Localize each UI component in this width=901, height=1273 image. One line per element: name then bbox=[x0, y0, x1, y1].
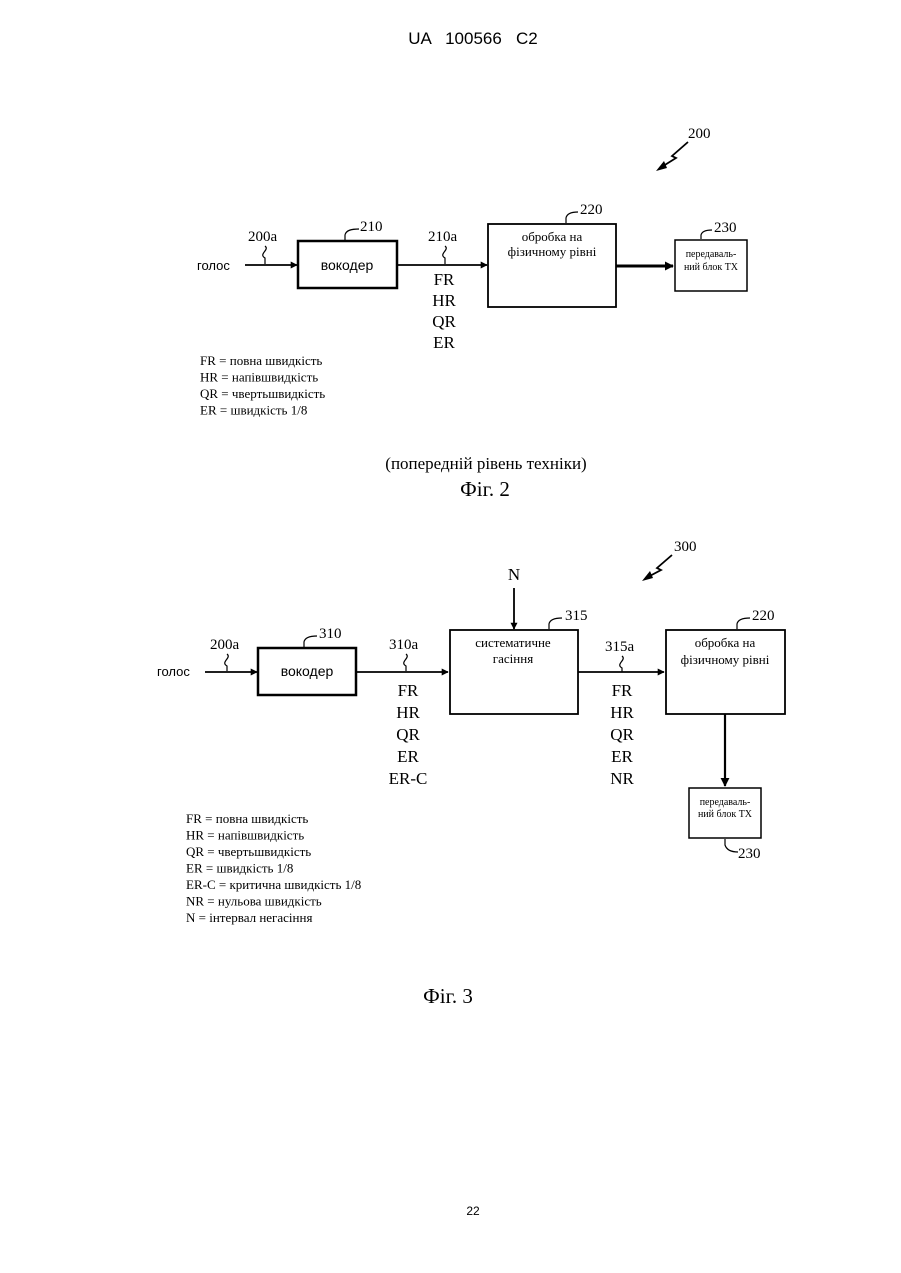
fig2-link-ref: 210a bbox=[428, 229, 458, 245]
fig2-rate-label: FR bbox=[434, 270, 455, 289]
fig3-legend-item: FR = повна швидкість bbox=[186, 811, 308, 826]
fig2-phy-line1: обробка на bbox=[522, 229, 583, 244]
fig3-legend-item: QR = чвертьшвидкість bbox=[186, 844, 311, 859]
fig3-rate-out-label: QR bbox=[610, 725, 634, 744]
fig3-legend-item: HR = напівшвидкість bbox=[186, 828, 304, 843]
fig3-tx-ref: 230 bbox=[738, 846, 761, 862]
fig3-caption: Фіг. 3 bbox=[423, 984, 473, 1008]
fig2-vocoder-ref: 210 bbox=[360, 219, 383, 235]
fig2-caption: Фіг. 2 bbox=[460, 477, 510, 501]
fig2-legend: FR = повна швидкість HR = напівшвидкістьQ… bbox=[200, 353, 325, 418]
fig3-link2-ref: 315a bbox=[605, 639, 635, 655]
fig3-rate-in-label: QR bbox=[396, 725, 420, 744]
fig3-phy-line1: обробка на bbox=[695, 635, 756, 650]
fig2-rate-label: HR bbox=[432, 291, 456, 310]
fig2-legend-item: HR = напівшвидкість bbox=[200, 370, 318, 385]
fig2-phy-ref: 220 bbox=[580, 202, 603, 218]
fig3-legend-item: N = інтервал негасіння bbox=[186, 910, 312, 925]
fig3-erasure-line2: гасіння bbox=[493, 651, 533, 666]
fig3-legend-item: ER-C = критична швидкість 1/8 bbox=[186, 877, 361, 892]
fig3-vocoder-ref: 310 bbox=[319, 626, 342, 642]
fig3-rate-in-label: ER bbox=[397, 747, 419, 766]
fig2-phy-line2: фізичному рівні bbox=[508, 244, 597, 259]
fig3-rate-list-in: FR HR QR ER ER-C bbox=[389, 681, 428, 788]
fig3-rate-out-label: HR bbox=[610, 703, 634, 722]
fig3-link1-ref: 310a bbox=[389, 637, 419, 653]
fig3-legend-item: NR = нульова швидкість bbox=[186, 894, 322, 909]
fig2-caption-note: (попередній рівень техніки) bbox=[385, 454, 586, 473]
fig3-rate-out-label: NR bbox=[610, 769, 634, 788]
fig2-vocoder-label: вокодер bbox=[321, 257, 374, 273]
fig3-vocoder-label: вокодер bbox=[281, 663, 334, 679]
fig2-legend-item: ER = швидкість 1/8 bbox=[200, 403, 307, 418]
fig3-input-label: голос bbox=[157, 664, 190, 679]
fig3-ref-main: 300 bbox=[674, 539, 697, 555]
fig3-legend: FR = повна швидкість HR = напівшвидкістьQ… bbox=[186, 811, 361, 925]
fig2-rate-list: FR HR QR ER bbox=[432, 270, 456, 352]
fig3-rate-list-out: FR HR QR ER NR bbox=[610, 681, 634, 788]
fig3-rate-out-label: FR bbox=[612, 681, 633, 700]
fig3-erasure-line1: систематичне bbox=[475, 635, 551, 650]
fig3-erasure-ref: 315 bbox=[565, 608, 588, 624]
fig2-input-ref: 200a bbox=[248, 229, 278, 245]
fig3-rate-in-label: FR bbox=[398, 681, 419, 700]
page-number: 22 bbox=[466, 1204, 480, 1218]
fig2-ref-main: 200 bbox=[688, 126, 711, 142]
fig3-legend-item: ER = швидкість 1/8 bbox=[186, 861, 293, 876]
fig3-n-label: N bbox=[508, 565, 520, 584]
fig2-tx-line2: ний блок ТХ bbox=[684, 262, 739, 273]
fig3-tx-line1: передаваль- bbox=[700, 797, 751, 808]
fig3-input-ref: 200a bbox=[210, 637, 240, 653]
fig3-phy-line2: фізичному рівні bbox=[681, 652, 770, 667]
figure-2: 200 голос 200a вокодер 210 210a FR HR QR ER… bbox=[197, 126, 747, 501]
fig2-legend-item: QR = чвертьшвидкість bbox=[200, 386, 325, 401]
fig2-rate-label: QR bbox=[432, 312, 456, 331]
doc-number: UA 100566 C2 bbox=[408, 29, 537, 48]
fig3-rate-out-label: ER bbox=[611, 747, 633, 766]
fig2-input-label: голос bbox=[197, 258, 230, 273]
fig2-legend-item: FR = повна швидкість bbox=[200, 353, 322, 368]
fig3-phy-ref: 220 bbox=[752, 608, 775, 624]
fig3-rate-in-label: ER-C bbox=[389, 769, 428, 788]
fig2-rate-label: ER bbox=[433, 333, 455, 352]
figure-3: 300 голос 200a вокодер 310 310a FR HR QR ER… bbox=[157, 539, 785, 1008]
fig2-tx-ref: 230 bbox=[714, 220, 737, 236]
fig3-rate-in-label: HR bbox=[396, 703, 420, 722]
fig3-tx-line2: ний блок ТХ bbox=[698, 809, 753, 820]
fig2-tx-line1: передаваль- bbox=[686, 249, 737, 260]
